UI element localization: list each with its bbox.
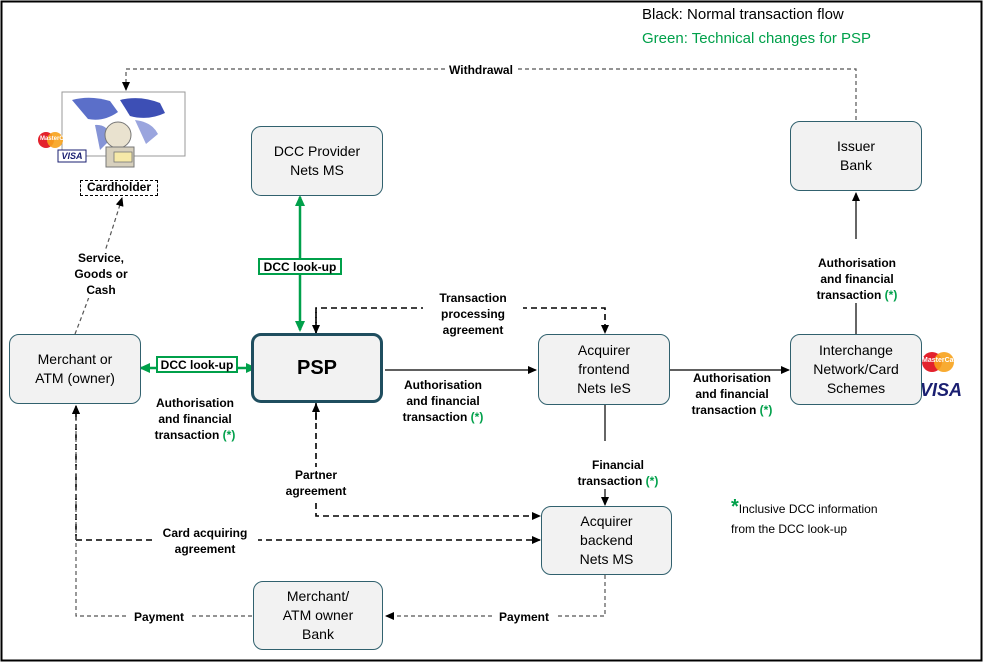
mastercard-text-left: MasterCard (40, 136, 74, 142)
financial-text: Financial transaction (577, 458, 644, 488)
merchant-label: Merchant or ATM (owner) (35, 351, 115, 386)
world-map-continent (72, 97, 118, 120)
auth-issuer-label: Authorisation and financial transaction … (805, 239, 909, 303)
interchange-node: Interchange Network/Card Schemes (790, 334, 922, 405)
transaction-processing-label: Transaction processing agreement (423, 290, 523, 338)
payment-left-connector (72, 405, 252, 617)
dcc-note: *Inclusive DCC information from the DCC … (731, 497, 878, 539)
visa-logo-left (57, 149, 87, 163)
legend-black: Black: Normal transaction flow (642, 6, 844, 23)
world-map-continent (135, 120, 158, 144)
auth-merchant-label: Authorisation and financial transaction … (143, 379, 247, 443)
dcc-provider-label: DCC Provider Nets MS (273, 143, 361, 178)
acquirer-frontend-label: Acquirer frontend Nets IeS (577, 342, 631, 396)
partner-agreement-connector (315, 403, 541, 520)
withdrawal-label: Withdrawal (446, 62, 516, 78)
note-line1: Inclusive DCC information (738, 502, 878, 516)
payment-right-label: Payment (493, 609, 555, 625)
auth-acquirer-text: Authorisation and financial transaction (691, 371, 771, 417)
cardholder-figure (104, 121, 132, 149)
auth-merchant-star: (*) (222, 428, 236, 442)
psp-label: PSP (296, 356, 338, 379)
auth-issuer-text: Authorisation and financial transaction (816, 256, 896, 302)
acquirer-frontend-node: Acquirer frontend Nets IeS (538, 334, 670, 405)
mastercard-logo-left (47, 132, 63, 148)
payment-left-label: Payment (128, 609, 190, 625)
interchange-label: Interchange Network/Card Schemes (813, 342, 899, 396)
dcc-lookup-top-box: DCC look-up (258, 258, 342, 275)
world-map-continent (120, 98, 165, 118)
auth-psp-text: Authorisation and financial transaction (402, 378, 482, 424)
legend-green: Green: Technical changes for PSP (642, 30, 872, 47)
note-line2: from the DCC look-up (731, 522, 848, 536)
auth-issuer-star: (*) (884, 288, 898, 302)
auth-acquirer-label: Authorisation and financial transaction … (680, 354, 784, 418)
auth-psp-label: Authorisation and financial transaction … (391, 361, 495, 425)
mastercard-text-right: MasterCard (922, 357, 961, 364)
merchant-node: Merchant or ATM (owner) (9, 334, 141, 404)
acquirer-backend-label: Acquirer backend Nets MS (579, 513, 634, 567)
auth-psp-star: (*) (470, 410, 484, 424)
mastercard-logo-right (934, 352, 954, 372)
cardholder-label: Cardholder (80, 180, 158, 196)
issuer-label: Issuer Bank (836, 138, 876, 173)
note-star: * (731, 496, 739, 518)
acquirer-backend-node: Acquirer backend Nets MS (541, 506, 672, 575)
card-icon (113, 151, 133, 163)
financial-label: Financial transaction (*) (566, 441, 670, 489)
issuer-node: Issuer Bank (790, 121, 922, 191)
dcc-provider-node: DCC Provider Nets MS (251, 126, 383, 196)
psp-node: PSP (251, 333, 383, 403)
dcc-lookup-left-box: DCC look-up (156, 356, 238, 373)
financial-star: (*) (645, 474, 659, 488)
auth-acquirer-star: (*) (759, 403, 773, 417)
partner-label: Partner agreement (276, 467, 356, 499)
visa-text-left: VISA (61, 151, 83, 161)
visa-text-right: VISA (920, 380, 963, 400)
merchant-bank-label: Merchant/ ATM owner Bank (282, 588, 354, 642)
transaction-processing-connector (315, 307, 609, 334)
service-label: Service, Goods or Cash (68, 250, 134, 298)
card-acquiring-label: Card acquiring agreement (152, 525, 258, 557)
auth-merchant-text: Authorisation and financial transaction (154, 396, 234, 442)
merchant-bank-node: Merchant/ ATM owner Bank (253, 581, 383, 650)
